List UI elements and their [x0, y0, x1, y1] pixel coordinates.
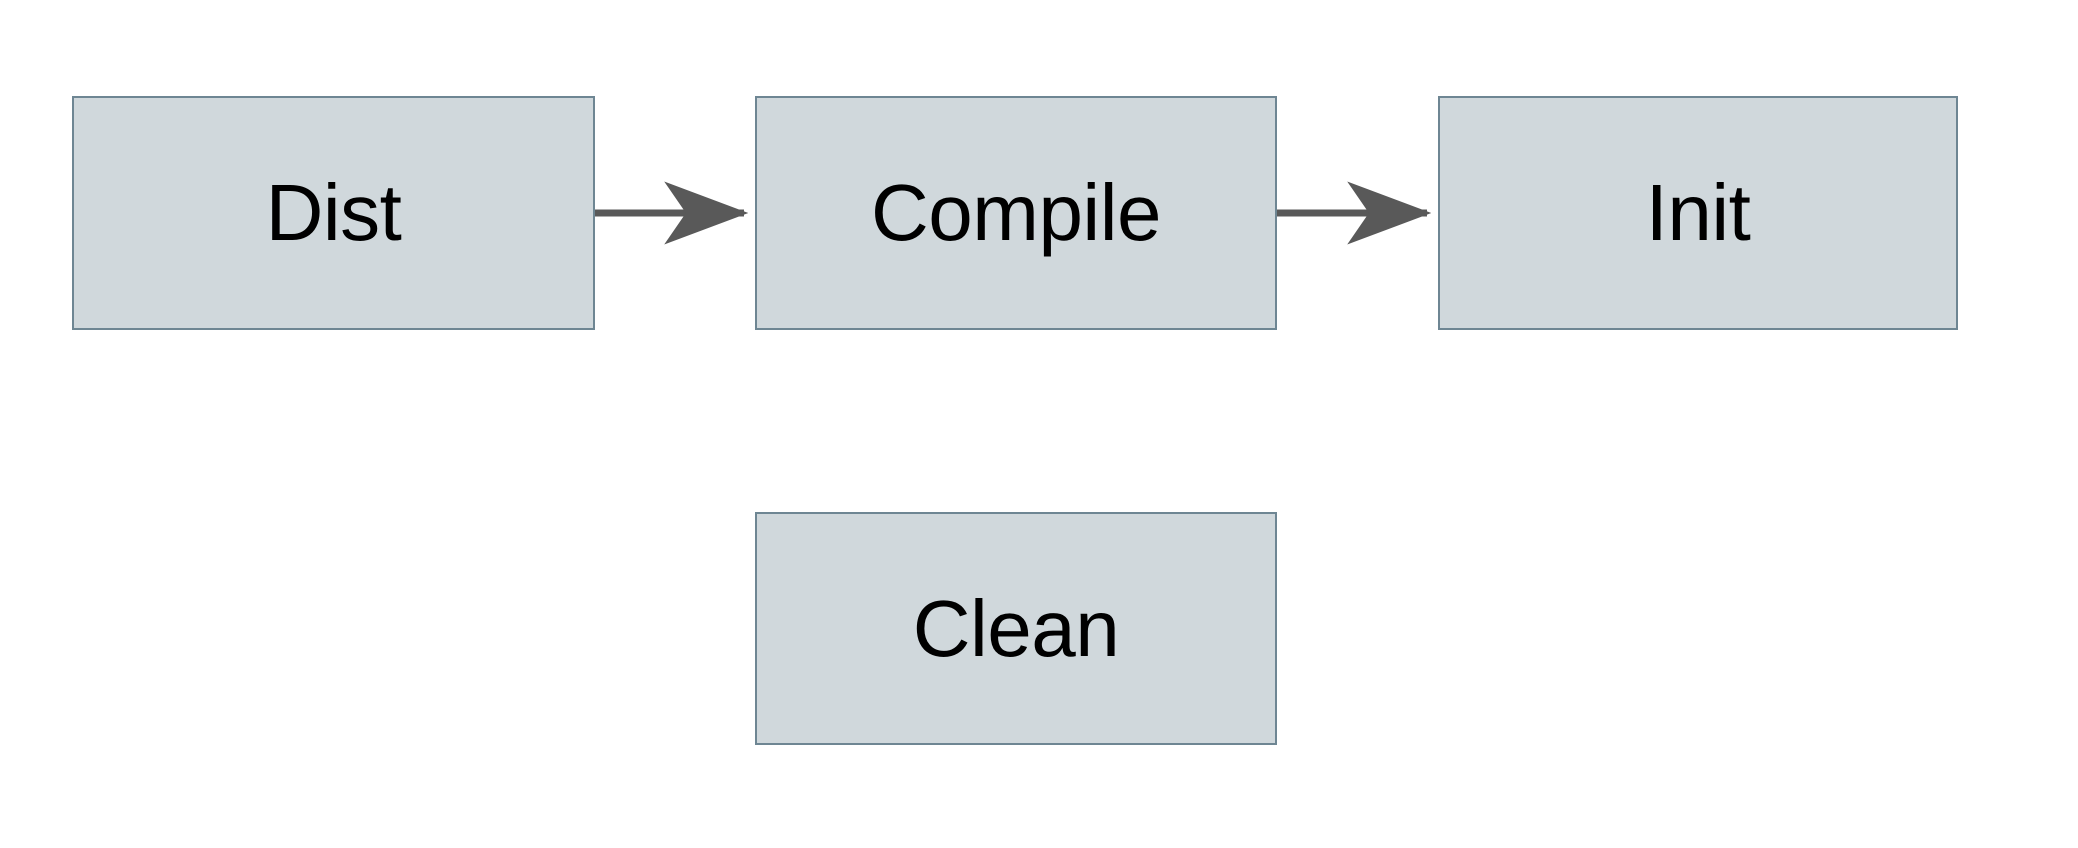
node-clean[interactable]: Clean: [755, 512, 1277, 745]
node-dist[interactable]: Dist: [72, 96, 595, 330]
node-init-label: Init: [1645, 168, 1751, 257]
node-init[interactable]: Init: [1438, 96, 1958, 330]
node-dist-label: Dist: [265, 168, 402, 257]
node-compile[interactable]: Compile: [755, 96, 1277, 330]
node-compile-label: Compile: [871, 168, 1161, 257]
node-clean-label: Clean: [912, 583, 1120, 673]
